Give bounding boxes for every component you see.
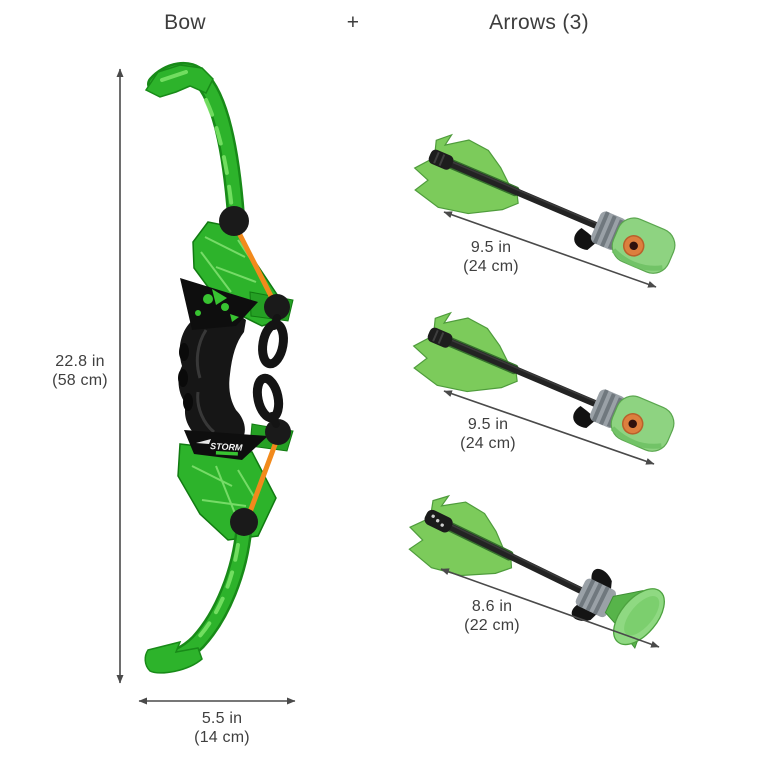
arrows-title: Arrows (3) [489, 11, 589, 34]
arrow-1-dimension-line [443, 211, 657, 288]
plus-separator: + [346, 11, 360, 34]
bow-top-cam [219, 206, 249, 236]
bow-height-inches: 22.8 in [55, 353, 105, 370]
arrow-3-length-cm: (22 cm) [464, 617, 520, 634]
arrow-2-length-cm: (24 cm) [460, 435, 516, 452]
bow-width-cm: (14 cm) [194, 729, 250, 746]
bow-grip [178, 310, 246, 446]
arrow-3-suction-cup [398, 477, 678, 670]
bow-illustration: STORM [144, 61, 294, 674]
dimension-lines [116, 68, 660, 705]
bow-lower-limb [144, 519, 253, 674]
bow-width-label: 5.5 in (14 cm) [157, 709, 287, 747]
bow-finger-loops [252, 314, 288, 428]
arrow-1-length-cm: (24 cm) [463, 258, 519, 275]
bow-title: Bow [164, 11, 206, 34]
bow-upper-mid-cam [264, 294, 290, 320]
bow-upper-decal [180, 278, 258, 330]
bow-lower-mid-cam [265, 419, 291, 445]
bow-logo-text: STORM [210, 441, 243, 453]
bow-logo-decal: STORM [184, 430, 268, 460]
bow-width-inches: 5.5 in [201, 710, 243, 727]
arrow-1-length-label: 9.5 in (24 cm) [436, 238, 546, 276]
bow-string [235, 228, 279, 515]
arrow-2-dimension-line [443, 390, 655, 465]
arrow-3-length-inches: 8.6 in [471, 598, 513, 615]
arrow-1-length-inches: 9.5 in [470, 239, 512, 256]
bow-upper-limb [144, 61, 245, 225]
bow-bottom-cam [230, 508, 258, 536]
arrow-2-length-inches: 9.5 in [467, 416, 509, 433]
bow-height-label: 22.8 in (58 cm) [30, 352, 130, 390]
arrow-2-length-label: 9.5 in (24 cm) [433, 415, 543, 453]
arrow-3-dimension-line [440, 568, 660, 648]
bow-height-cm: (58 cm) [52, 372, 108, 389]
arrow-3-length-label: 8.6 in (22 cm) [437, 597, 547, 635]
